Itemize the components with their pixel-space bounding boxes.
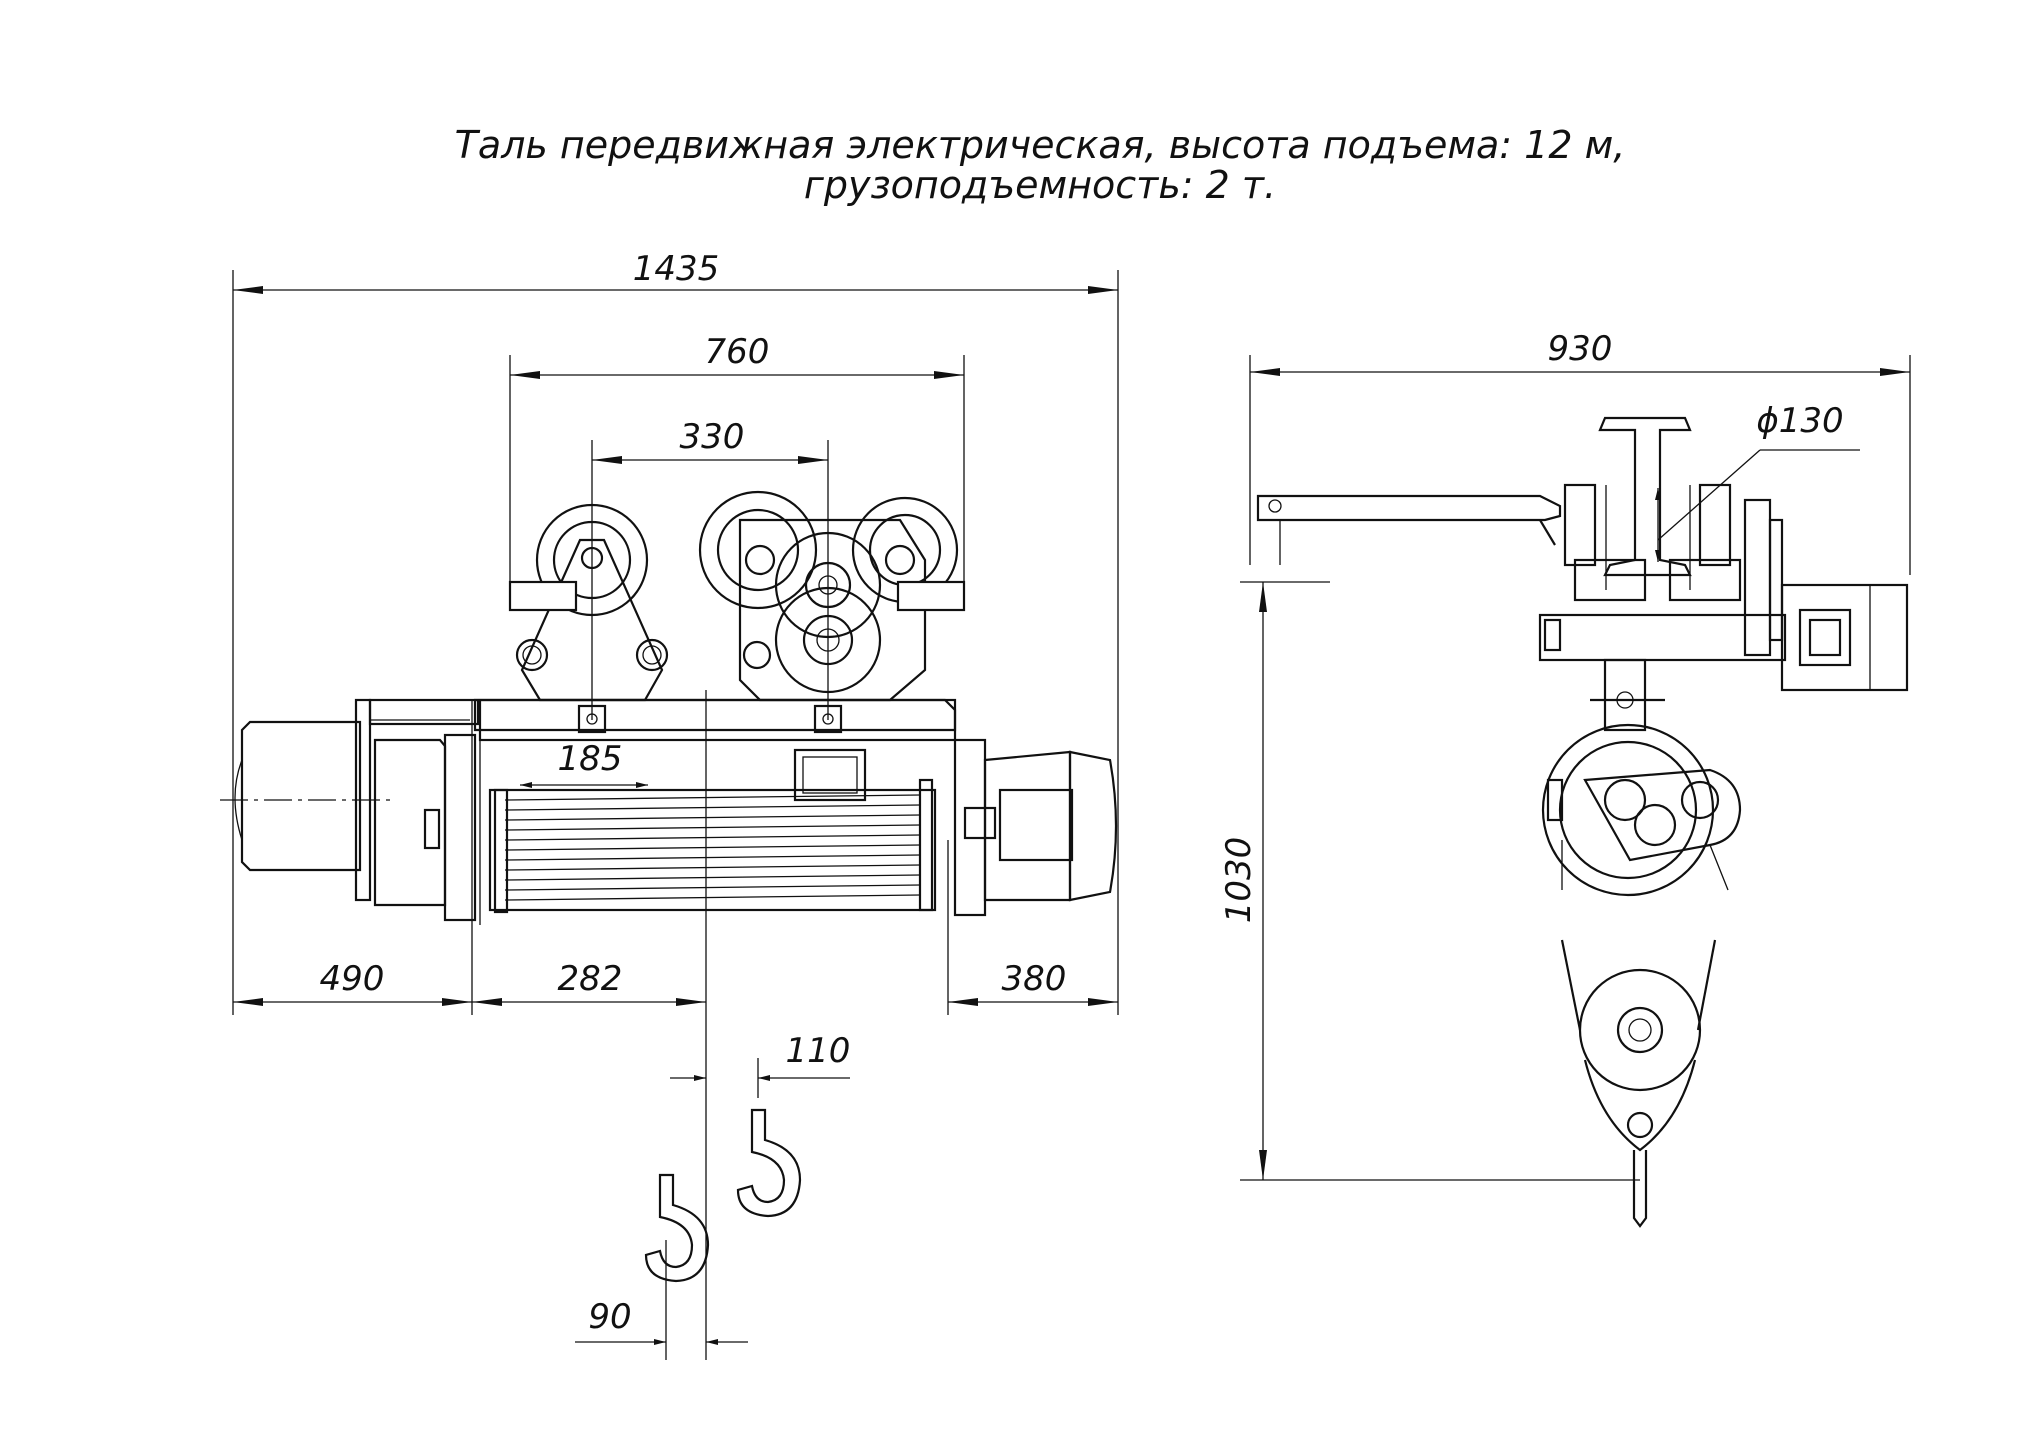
side-trolley — [1538, 483, 1787, 662]
side-trolley-motor — [1780, 583, 1909, 692]
front-extension-lines — [232, 270, 1119, 1360]
dim-right-section-label: 380 — [1002, 959, 1067, 999]
i-beam-rail — [1598, 416, 1692, 577]
side-bracket-arm — [1256, 494, 1562, 565]
dimension-110: 110 — [670, 1031, 851, 1081]
dim-wheel-diameter-label: ϕ130 — [1756, 401, 1843, 441]
dim-overall-length-label: 1435 — [633, 249, 720, 289]
hook-lower — [644, 1173, 710, 1283]
dimension-1030: 1030 — [1219, 582, 1267, 1180]
dimension-930: 930 — [1250, 329, 1910, 376]
hoist-motor-right — [953, 738, 1118, 917]
hoist-gear-housing — [443, 698, 957, 925]
dimension-90: 90 — [575, 1297, 748, 1345]
trolley-frame — [478, 698, 957, 742]
dim-axle-span-label: 330 — [680, 417, 745, 457]
title-line-2: грузоподъемность: 2 т. — [804, 163, 1276, 207]
title-line-1: Таль передвижная электрическая, высота п… — [455, 123, 1626, 167]
side-hanger — [1590, 658, 1665, 732]
side-view: 930 1030 ϕ130 — [1219, 329, 1911, 1228]
left-trolley-wheel — [508, 503, 664, 702]
dimension-phi130: ϕ130 — [1655, 401, 1860, 562]
dimension-380: 380 — [948, 959, 1118, 1006]
side-extension-lines — [1240, 355, 1911, 1181]
dimension-330: 330 — [592, 417, 828, 464]
dim-lug-span-label: 185 — [558, 739, 623, 779]
side-hook-block — [1560, 939, 1717, 1228]
dim-wheel-span-label: 760 — [705, 332, 770, 372]
hook-upper — [736, 1108, 802, 1218]
hoist-motor-left — [234, 698, 480, 907]
dimension-760: 760 — [510, 332, 964, 379]
dim-overall-width-label: 930 — [1548, 329, 1613, 369]
drawing-title: Таль передвижная электрическая, высота п… — [455, 123, 1626, 207]
dim-center-section-label: 282 — [558, 959, 623, 999]
dim-left-section-label: 490 — [320, 959, 385, 999]
dim-hook-offset-lower-label: 90 — [588, 1297, 631, 1337]
dimension-490: 490 — [233, 959, 472, 1006]
rope-drum — [488, 748, 937, 914]
dimension-185: 185 — [520, 739, 648, 788]
side-drum-housing — [1541, 723, 1742, 897]
dim-hook-offset-upper-label: 110 — [786, 1031, 851, 1071]
right-trolley-drive — [698, 490, 966, 702]
dim-height-label: 1030 — [1219, 837, 1259, 924]
front-view: 1435 760 330 — [220, 249, 1119, 1360]
dimension-1435: 1435 — [233, 249, 1118, 294]
dimension-282: 282 — [472, 959, 706, 1006]
left-trolley-bolts — [515, 638, 669, 672]
